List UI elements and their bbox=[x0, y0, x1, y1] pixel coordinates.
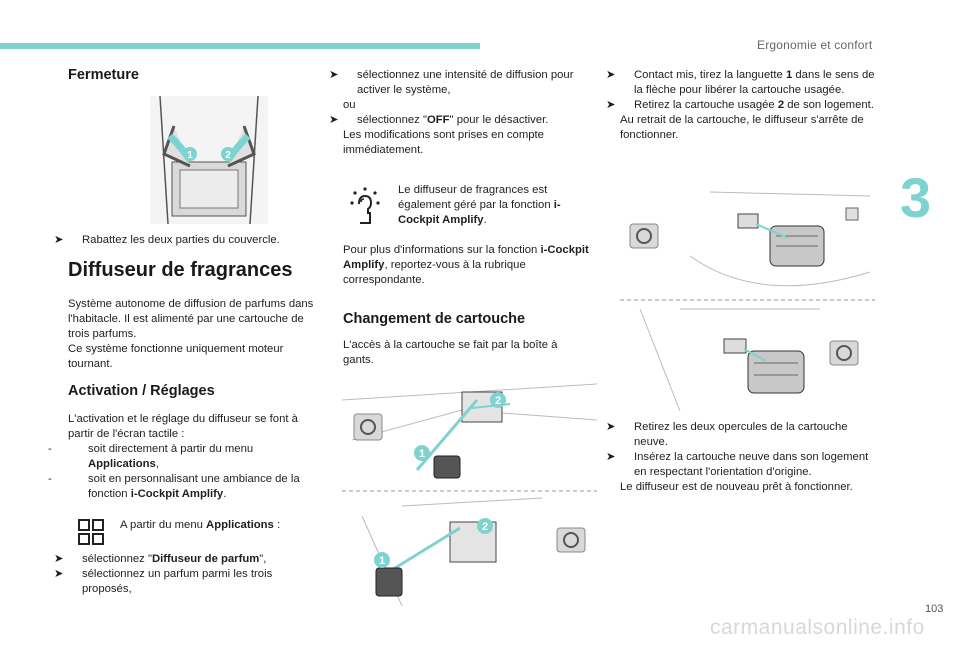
bullet-arrow-icon: ➤ bbox=[54, 234, 64, 246]
cartridge-removal-illustration bbox=[620, 186, 875, 301]
diffuseur-p2: Ce système fonctionne uniquement moteur … bbox=[68, 343, 284, 370]
steering-wheel-icon bbox=[556, 527, 586, 553]
bullet-arrow-icon: ➤ bbox=[606, 451, 616, 463]
modifications-text: Les modifications sont prises en compte … bbox=[343, 129, 544, 156]
armrest-closing-illustration: 1 2 bbox=[150, 96, 268, 224]
column-3: ➤Contact mis, tirez la languette 1 dans … bbox=[606, 68, 875, 143]
bullet-arrow-icon: ➤ bbox=[329, 114, 339, 126]
glovebox-illustration-1: 2 1 bbox=[342, 380, 597, 492]
fermeture-step: ➤Rabattez les deux parties du couvercle. bbox=[54, 234, 280, 246]
marker-1: 1 bbox=[379, 555, 385, 567]
marker-2: 2 bbox=[482, 521, 488, 533]
retrait-text: Au retrait de la cartouche, le diffuseur… bbox=[620, 114, 864, 141]
menu-instruction: A partir du menu Applications : bbox=[120, 519, 281, 531]
column-2: ➤sélectionnez une intensité de diffusion… bbox=[329, 68, 598, 158]
step-intensite: ➤sélectionnez une intensité de diffusion… bbox=[329, 69, 574, 96]
activation-bullet-1: -soit directement à partir du menu Appli… bbox=[48, 443, 254, 470]
step-select-diffuseur: ➤sélectionnez "Diffuseur de parfum", bbox=[54, 553, 267, 565]
steering-wheel-icon bbox=[629, 223, 659, 249]
info-amplify: Pour plus d'informations sur la fonction… bbox=[343, 244, 589, 286]
diffuseur-title: Diffuseur de fragrances bbox=[68, 259, 293, 281]
marker-1: 1 bbox=[187, 150, 193, 161]
final-text: Le diffuseur est de nouveau prêt à fonct… bbox=[620, 481, 853, 493]
changement-title: Changement de cartouche bbox=[343, 311, 526, 327]
step-inserez-cartouche: ➤Insérez la cartouche neuve dans son log… bbox=[606, 451, 869, 478]
steering-wheel-icon bbox=[829, 340, 859, 366]
section-title: Ergonomie et confort bbox=[757, 38, 873, 52]
bullet-arrow-icon: ➤ bbox=[606, 421, 616, 433]
page-number: 103 bbox=[925, 603, 944, 615]
steering-wheel-icon bbox=[353, 413, 383, 441]
note-amplify: Le diffuseur de fragrances est également… bbox=[398, 184, 561, 226]
marker-2: 2 bbox=[495, 395, 501, 407]
step-tirez-languette: ➤Contact mis, tirez la languette 1 dans … bbox=[606, 69, 875, 96]
bullet-arrow-icon: ➤ bbox=[606, 69, 616, 81]
marker-1: 1 bbox=[419, 448, 425, 460]
access-text: L'accès à la cartouche se fait par la bo… bbox=[343, 339, 558, 366]
diffuseur-p1: Système autonome de diffusion de parfums… bbox=[68, 298, 314, 340]
header-accent-bar bbox=[0, 43, 480, 49]
bullet-arrow-icon: ➤ bbox=[54, 568, 64, 580]
column-1: Fermeture bbox=[68, 68, 323, 83]
chapter-number: 3 bbox=[900, 166, 932, 229]
fermeture-title: Fermeture bbox=[68, 67, 139, 83]
step-retirez-usagee: ➤Retirez la cartouche usagée 2 de son lo… bbox=[606, 99, 874, 111]
activation-title: Activation / Réglages bbox=[68, 383, 215, 399]
marker-2: 2 bbox=[225, 150, 231, 161]
glovebox-illustration-2: 2 1 bbox=[342, 496, 597, 606]
bullet-arrow-icon: ➤ bbox=[606, 99, 616, 111]
step-select-parfum: ➤sélectionnez un parfum parmi les trois … bbox=[54, 568, 273, 595]
step-off: ➤sélectionnez "OFF" pour le désactiver. bbox=[329, 114, 549, 126]
activation-intro: L'activation et le réglage du diffuseur … bbox=[68, 413, 298, 440]
bullet-arrow-icon: ➤ bbox=[329, 69, 339, 81]
bullet-arrow-icon: ➤ bbox=[54, 553, 64, 565]
activation-bullet-2: -soit en personnalisant une ambiance de … bbox=[48, 473, 300, 500]
person-fragrance-icon bbox=[350, 187, 380, 224]
watermark: carmanualsonline.info bbox=[710, 616, 925, 639]
step-retirez-opercules: ➤Retirez les deux opercules de la cartou… bbox=[606, 421, 848, 448]
cartridge-insertion-illustration bbox=[620, 305, 875, 415]
grid-apps-icon bbox=[78, 519, 104, 545]
ou-text: ou bbox=[343, 99, 356, 111]
